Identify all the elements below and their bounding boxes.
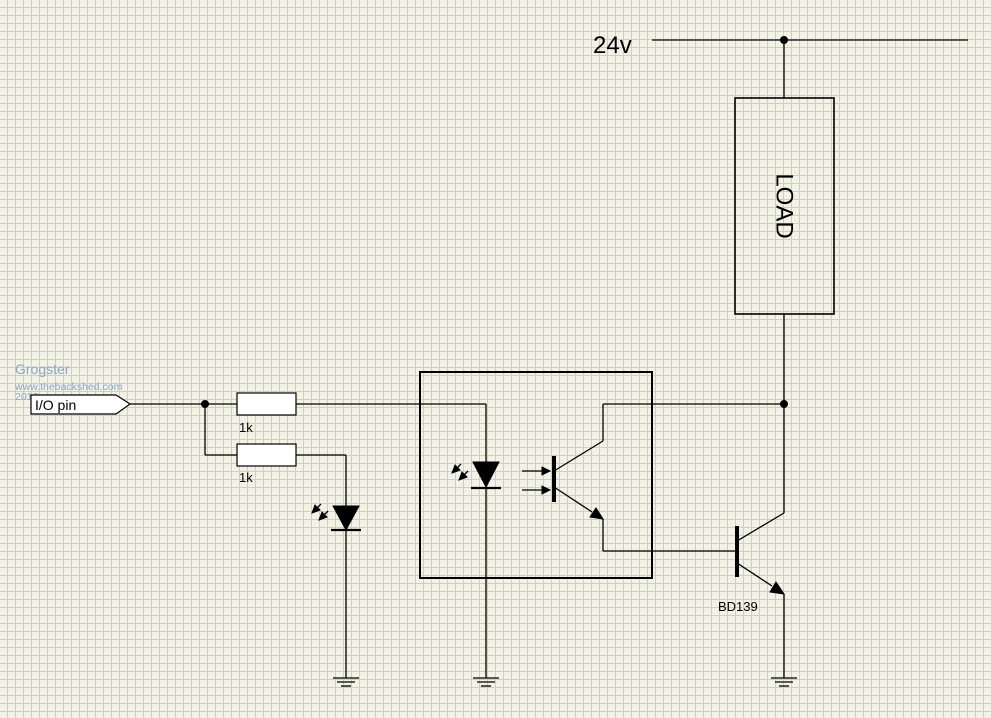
- resistor-value: 1k: [239, 470, 253, 485]
- optocoupler: [419, 371, 784, 678]
- ground-symbol: [473, 677, 499, 687]
- watermark-author: Grogster: [15, 361, 70, 377]
- watermark: Grogster www.thebackshed.com 2016: [14, 361, 123, 403]
- resistor-2: 1k: [236, 443, 297, 485]
- supply-label: 24v: [593, 32, 632, 59]
- transistor-label: BD139: [718, 599, 758, 614]
- watermark-site: www.thebackshed.com: [14, 381, 123, 393]
- load-block: LOAD: [734, 97, 835, 315]
- load-label: LOAD: [771, 173, 798, 238]
- resistor-1: 1k: [236, 392, 297, 435]
- ground-symbol: [771, 677, 797, 687]
- bd139-transistor: BD139: [718, 512, 786, 614]
- opto-led: [472, 461, 500, 489]
- supply-rail: 24v: [593, 32, 968, 98]
- io-pin-label: I/O pin: [35, 397, 76, 413]
- resistor-value: 1k: [239, 420, 253, 435]
- indicator-led: [311, 503, 361, 532]
- io-pin-connector: I/O pin: [30, 394, 132, 415]
- ground-symbol: [333, 677, 359, 687]
